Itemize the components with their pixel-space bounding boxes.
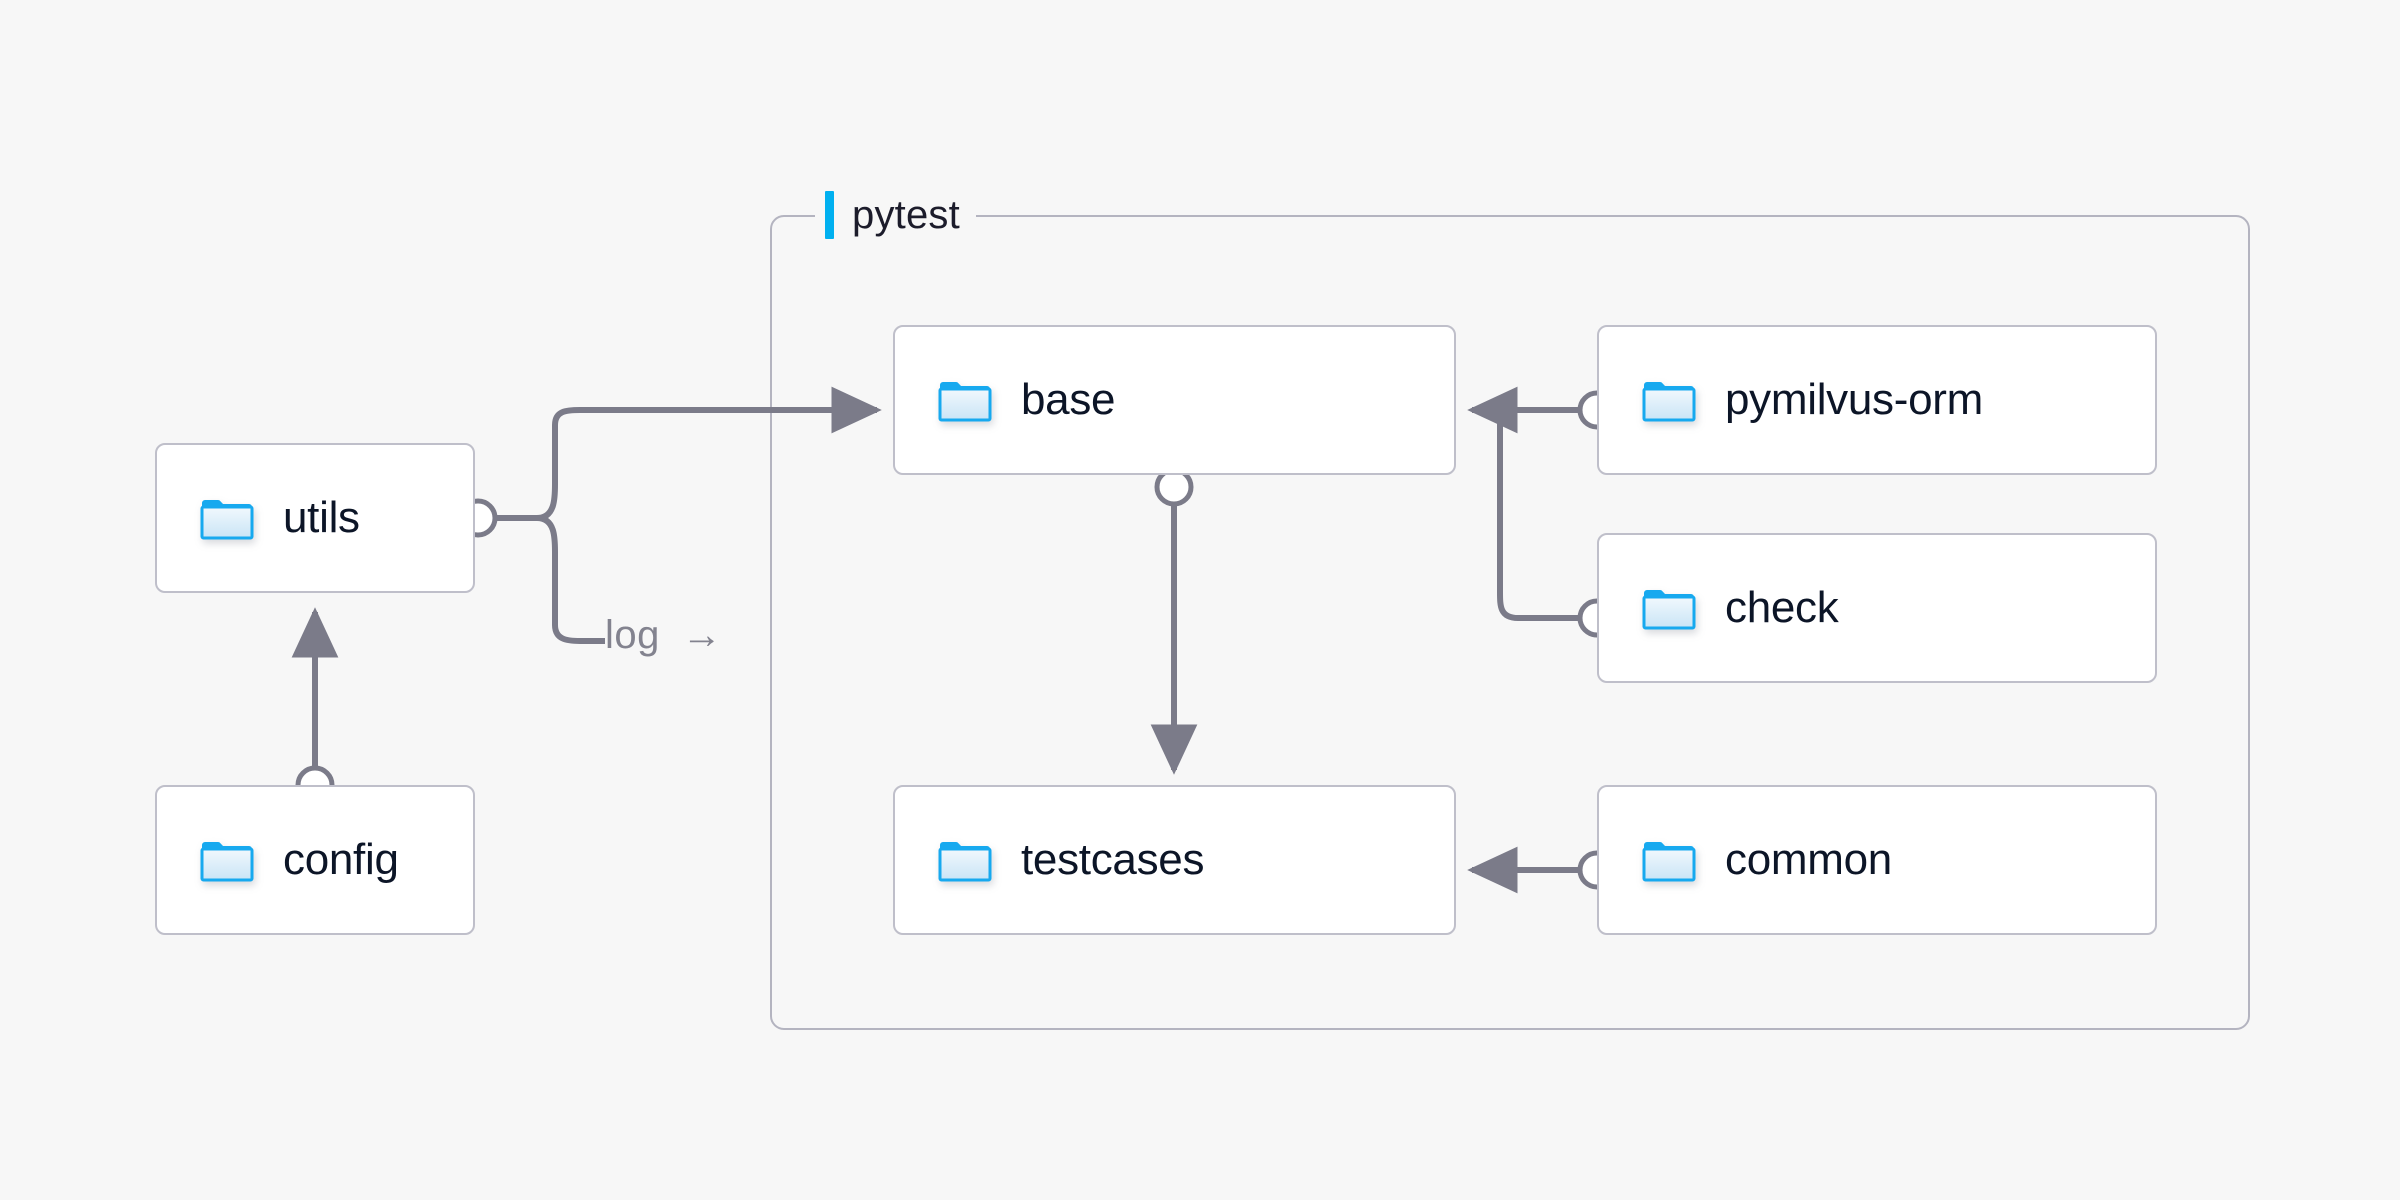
node-label-check: check [1725,583,1839,632]
node-card-testcases[interactable]: testcases [893,785,1456,935]
node-card-check[interactable]: check [1597,533,2157,683]
folder-icon [937,377,993,423]
node-card-base[interactable]: base [893,325,1456,475]
group-label-pytest: pytest [815,186,976,244]
node-card-common[interactable]: common [1597,785,2157,935]
node-label-common: common [1725,835,1892,884]
edge-label-log: log → [605,613,722,658]
accent-bar-icon [825,191,834,239]
group-container-pytest [770,215,2250,1030]
node-label-pymilvus-orm: pymilvus-orm [1725,375,1983,424]
arrow-right-icon: → [681,613,723,657]
edge-label-log-text: log [605,613,660,657]
node-label-testcases: testcases [1021,835,1205,884]
edge-check-to-base-seg [1487,407,1581,621]
node-label-utils: utils [283,493,360,542]
folder-icon [199,837,255,883]
folder-icon [937,837,993,883]
node-card-config[interactable]: config [155,785,475,935]
port-dot-base-bottom [1154,467,1194,507]
node-card-pymilvus-orm[interactable]: pymilvus-orm [1597,325,2157,475]
node-label-base: base [1021,375,1116,424]
folder-icon [1641,837,1697,883]
folder-icon [1641,585,1697,631]
group-label-text: pytest [852,192,960,237]
node-label-config: config [283,835,399,884]
node-card-utils[interactable]: utils [155,443,475,593]
edge-utils-to-log [536,515,605,644]
folder-icon [199,495,255,541]
folder-icon [1641,377,1697,423]
edge-utils-to-base [536,386,882,521]
